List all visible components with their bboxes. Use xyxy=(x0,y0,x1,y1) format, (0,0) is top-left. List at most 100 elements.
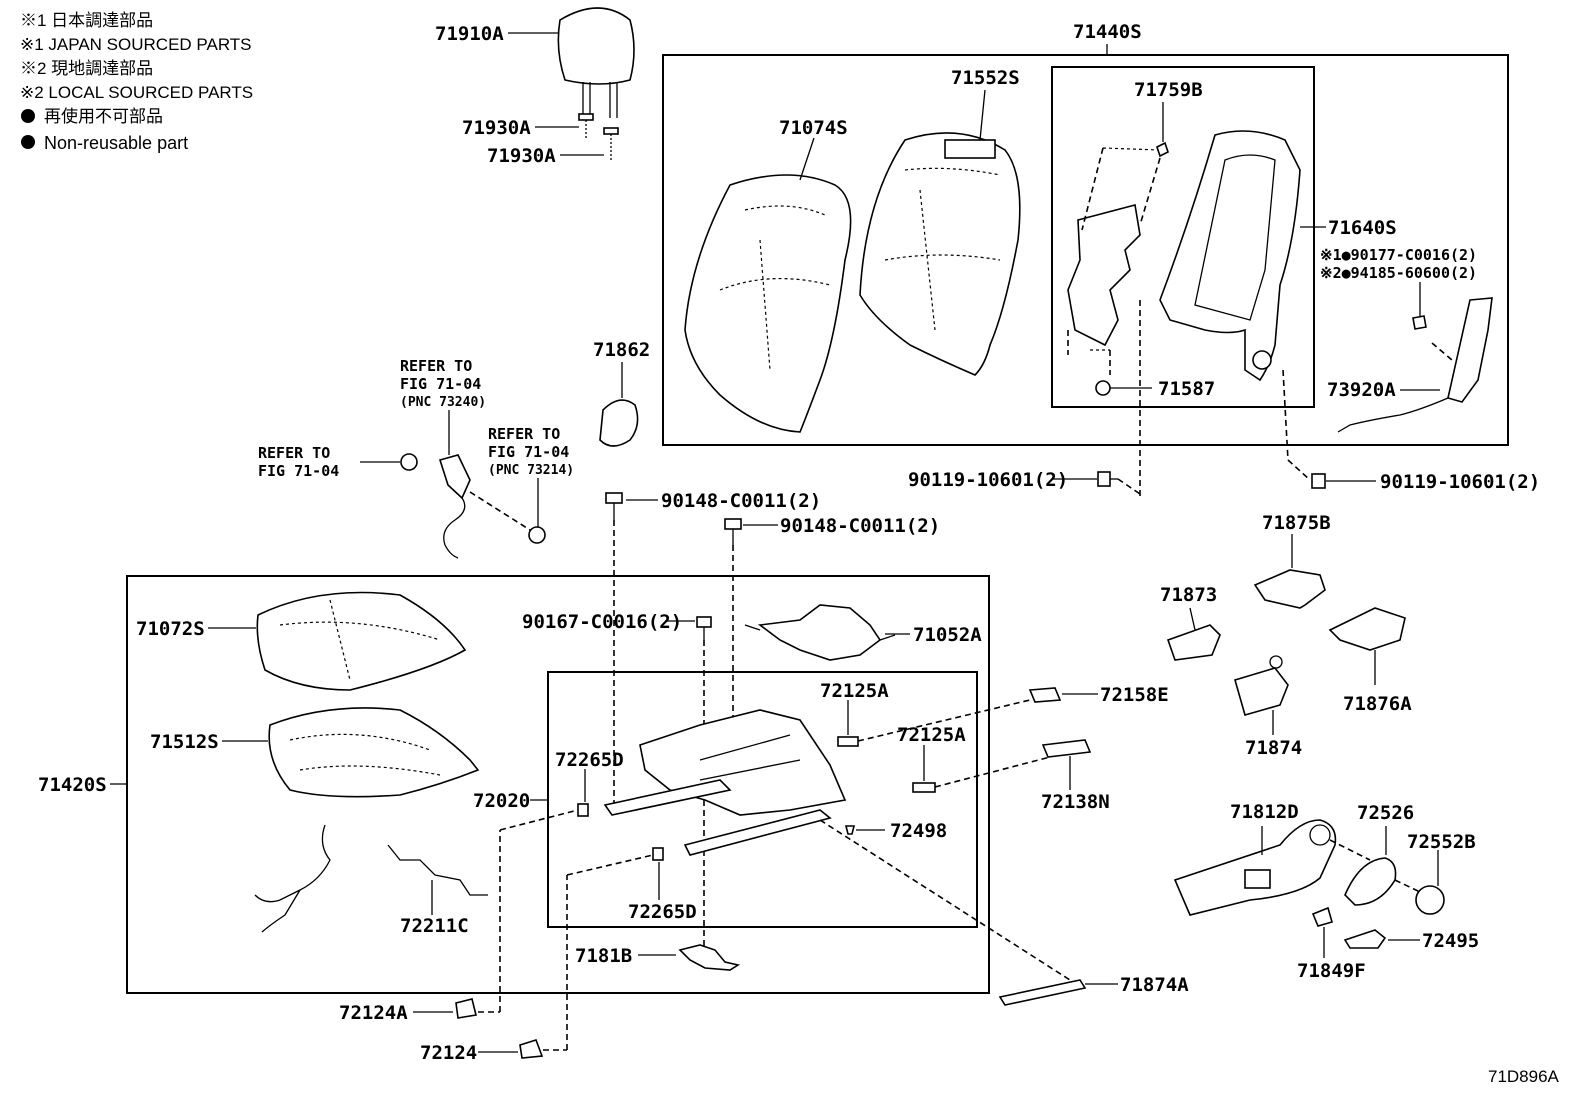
cover-71873-part xyxy=(1166,624,1221,661)
label-71640S: 71640S xyxy=(1328,217,1397,239)
headrest-guide-part xyxy=(578,113,619,160)
legend-line-1: ※1 日本調達部品 xyxy=(20,11,153,30)
refer-73214-line2: FIG 71-04 xyxy=(488,443,569,461)
label-90177-C0016: ※1●90177-C0016(2) xyxy=(1320,246,1477,264)
seat-wire-frame-part xyxy=(744,604,896,661)
cover-72138N-part xyxy=(1041,739,1092,758)
anchor-nut-icon xyxy=(400,453,418,471)
cover-71849F-part xyxy=(1311,906,1333,927)
nut-71759B-icon xyxy=(1156,141,1169,158)
label-72526: 72526 xyxy=(1357,802,1414,824)
label-71874: 71874 xyxy=(1245,737,1302,759)
label-72125A-lower: 72125A xyxy=(897,724,966,746)
label-72552B: 72552B xyxy=(1407,831,1476,853)
label-73920A: 73920A xyxy=(1327,379,1396,401)
label-71512S: 71512S xyxy=(150,731,219,753)
cover-72495-part xyxy=(1343,929,1387,949)
label-72211C: 72211C xyxy=(400,915,469,937)
nut-94185-icon xyxy=(1412,315,1427,330)
headrest-part xyxy=(557,7,635,118)
label-71875B: 71875B xyxy=(1262,512,1331,534)
label-71587: 71587 xyxy=(1158,378,1215,400)
label-71759B: 71759B xyxy=(1134,79,1203,101)
label-71420S: 71420S xyxy=(38,774,107,796)
bolt-90148-left-icon xyxy=(605,492,623,520)
nut-71587-icon xyxy=(1095,380,1111,396)
label-71873: 71873 xyxy=(1160,584,1217,606)
seat-belt-buckle-part xyxy=(438,454,471,559)
refer-73240-line3: (PNC 73240) xyxy=(400,395,486,410)
bolt-90167-icon xyxy=(696,616,712,640)
legend-line-3: ※2 現地調達部品 xyxy=(20,59,153,78)
seatback-pad-part xyxy=(859,132,1021,376)
wire-harness-part xyxy=(254,824,331,933)
label-71074S: 71074S xyxy=(779,117,848,139)
seat-adjuster-part xyxy=(603,709,847,856)
label-72125A-upper: 72125A xyxy=(820,680,889,702)
seatback-frame-box xyxy=(1051,66,1315,408)
label-72495: 72495 xyxy=(1422,930,1479,952)
legend-line-5: 再使用不可部品 xyxy=(44,106,163,126)
label-94185-60600: ※2●94185-60600(2) xyxy=(1320,264,1477,282)
label-71862: 71862 xyxy=(593,339,650,361)
cover-71874A-part xyxy=(998,979,1087,1006)
clip-72125A-lower-icon xyxy=(912,782,936,793)
label-90148-C0011-left: 90148-C0011(2) xyxy=(661,490,821,512)
cover-71862-part xyxy=(599,399,639,447)
label-7181B: 7181B xyxy=(575,945,632,967)
side-airbag-part xyxy=(1337,297,1493,433)
refer-73214-line3: (PNC 73214) xyxy=(488,463,574,478)
cover-71875B-part xyxy=(1253,569,1326,609)
label-71930A: 71930A xyxy=(462,117,531,139)
legend-line-6: Non-reusable part xyxy=(44,133,188,153)
label-72124A: 72124A xyxy=(339,1002,408,1024)
label-72124: 72124 xyxy=(420,1042,477,1064)
label-72265D-lower: 72265D xyxy=(628,901,697,923)
label-71849F: 71849F xyxy=(1297,960,1366,982)
knob-72526-part xyxy=(1344,857,1397,906)
side-shield-71812D-part xyxy=(1173,819,1337,916)
label-90119-10601-left: 90119-10601(2) xyxy=(908,469,1068,491)
refer-73240-line2: FIG 71-04 xyxy=(400,375,481,393)
non-reusable-dot-icon xyxy=(21,109,35,123)
clip-72125A-upper-icon xyxy=(837,736,859,747)
refer-73240-line1: REFER TO xyxy=(400,357,472,375)
refer-fig-line2: FIG 71-04 xyxy=(258,462,339,480)
label-72265D-upper: 72265D xyxy=(555,749,624,771)
cover-72158E-part xyxy=(1028,687,1062,703)
label-71876A: 71876A xyxy=(1343,693,1412,715)
label-72020: 72020 xyxy=(473,790,530,812)
seatback-cover-part xyxy=(684,174,852,433)
label-71812D: 71812D xyxy=(1230,801,1299,823)
grommet-73214-icon xyxy=(528,526,546,544)
refer-fig-line1: REFER TO xyxy=(258,444,330,462)
label-72498: 72498 xyxy=(890,820,947,842)
seat-cushion-cover-part xyxy=(256,591,467,691)
refer-73214-line1: REFER TO xyxy=(488,425,560,443)
clip-72124A-icon xyxy=(455,998,477,1019)
label-90167-C0016: 90167-C0016(2) xyxy=(522,611,682,633)
cover-71874-part xyxy=(1234,667,1289,716)
label-71552S: 71552S xyxy=(951,67,1020,89)
cover-71876A-part xyxy=(1328,607,1406,651)
label-72138N: 72138N xyxy=(1041,791,1110,813)
cap-72552B-part xyxy=(1415,885,1445,915)
label-72158E: 72158E xyxy=(1100,684,1169,706)
seat-cushion-pad-part xyxy=(268,707,480,798)
bracket-7181B-part xyxy=(678,944,741,971)
label-71072S: 71072S xyxy=(136,618,205,640)
seatback-frame-part xyxy=(1159,130,1301,382)
label-71440S: 71440S xyxy=(1073,21,1142,43)
label-71052A: 71052A xyxy=(913,624,982,646)
bolt-90119-left-icon xyxy=(1097,471,1118,487)
legend: ※1 日本調達部品 ※1 JAPAN SOURCED PARTS ※2 現地調達… xyxy=(20,11,253,153)
label-71910A: 71910A xyxy=(435,23,504,45)
clip-72265D-upper-icon xyxy=(577,803,589,817)
bolt-90148-right-icon xyxy=(724,518,742,545)
wire-72211C-part xyxy=(387,844,488,896)
clip-72265D-lower-icon xyxy=(652,847,664,861)
clip-72498-icon xyxy=(844,825,856,835)
legend-line-2: ※1 JAPAN SOURCED PARTS xyxy=(20,35,252,54)
